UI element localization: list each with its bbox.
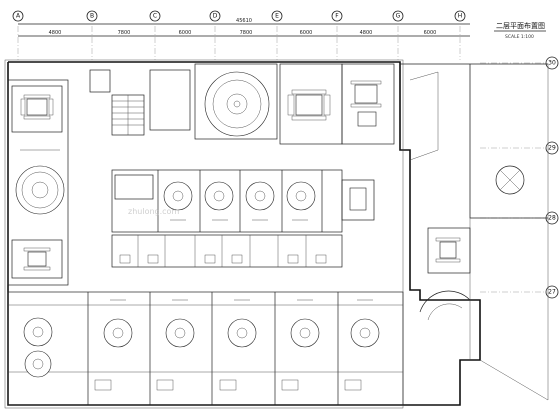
dim-segment-7: 6000	[424, 30, 437, 36]
axis-label-c: C	[153, 13, 157, 20]
right-axis-bubbles: 30 29 28 27	[545, 56, 559, 299]
axis-label-f: F	[335, 13, 339, 20]
axis-label-28: 28	[548, 215, 556, 222]
top-right-lounges	[279, 63, 395, 145]
central-private-rooms	[111, 169, 375, 233]
dim-segment-2: 7800	[118, 30, 131, 36]
top-axis-bubbles: A B C D E F G H	[12, 10, 466, 22]
drawing-scale: SCALE 1:100	[505, 34, 534, 40]
drawing-title: 二层平面布置图	[496, 21, 545, 30]
bottom-private-rooms	[7, 291, 404, 406]
axis-label-h: H	[458, 13, 463, 20]
total-dimension: 45610	[236, 18, 252, 24]
outer-walls	[4, 59, 549, 409]
room-label-marks	[20, 149, 373, 301]
watermark: zhulong.com	[128, 207, 179, 216]
service-row	[111, 234, 343, 268]
stair-core	[89, 69, 191, 136]
axis-label-d: D	[213, 13, 218, 20]
axis-grid-lines	[17, 26, 548, 293]
axis-label-a: A	[16, 13, 21, 20]
axis-label-g: G	[396, 13, 401, 20]
drawing-title-block: 二层平面布置图 SCALE 1:100	[494, 21, 546, 40]
dim-segment-6: 4800	[360, 30, 373, 36]
dim-segment-5: 6000	[300, 30, 313, 36]
right-lounge	[419, 165, 525, 321]
axis-label-27: 27	[548, 289, 556, 296]
axis-label-b: B	[90, 13, 94, 20]
top-center-round-room	[194, 63, 278, 140]
left-banquet-hall	[7, 79, 69, 286]
top-dimension-chain: 45610 4800 7800 6000 7800 6000 4800 6000	[18, 18, 470, 37]
axis-label-e: E	[275, 13, 279, 20]
dim-segment-3: 6000	[179, 30, 192, 36]
dim-segment-4: 7800	[240, 30, 253, 36]
dim-segment-1: 4800	[49, 30, 62, 36]
axis-label-30: 30	[548, 60, 556, 67]
axis-label-29: 29	[548, 145, 556, 152]
